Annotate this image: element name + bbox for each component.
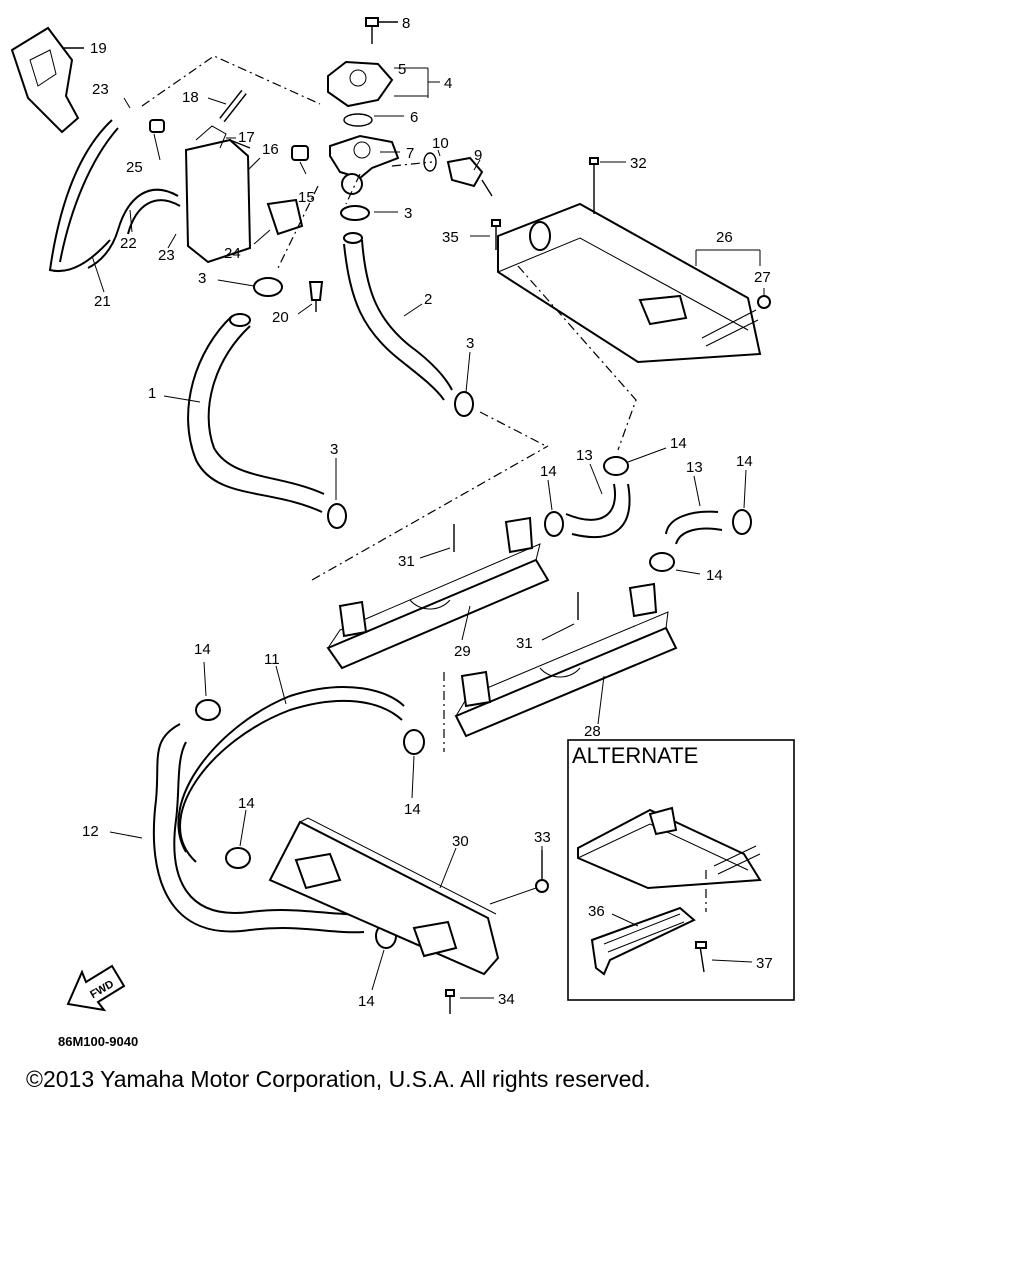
callout-1: 1	[148, 385, 156, 402]
callout-30: 30	[452, 833, 469, 850]
assembly-lines	[141, 55, 637, 752]
callout-31-b: 31	[516, 635, 533, 652]
part-32-bolt	[589, 157, 599, 214]
callout-14-c: 14	[540, 463, 557, 480]
copyright-notice: ©2013 Yamaha Motor Corporation, U.S.A. A…	[26, 1066, 651, 1092]
callout-18: 18	[182, 89, 199, 106]
part-3-clamp	[253, 205, 474, 529]
callout-37: 37	[756, 955, 773, 972]
callout-5: 5	[398, 61, 406, 78]
callout-14-b: 14	[736, 453, 753, 470]
callout-labels: 8 19 5 4 23 18 6 17 10 16 9 7 32 25 15 3…	[82, 15, 771, 1010]
part-22-hose	[87, 188, 181, 269]
callout-14-h: 14	[358, 993, 375, 1010]
reference-code: 86M100-9040	[58, 1034, 138, 1049]
part-11-hose	[177, 686, 405, 863]
part-21-hose	[48, 119, 119, 273]
callout-33: 33	[534, 829, 551, 846]
part-14-clamp	[195, 456, 752, 949]
callout-14-a: 14	[670, 435, 687, 452]
part-33-bolt	[535, 850, 549, 893]
part-26-heat-exchanger	[497, 202, 771, 364]
callout-14-d: 14	[706, 567, 723, 584]
callout-23-top: 23	[92, 81, 109, 98]
callout-34: 34	[498, 991, 515, 1008]
callout-11: 11	[264, 651, 280, 668]
part-17-reservoir-tank	[184, 125, 252, 264]
callout-2: 2	[424, 291, 432, 308]
callout-13-a: 13	[576, 447, 593, 464]
alternate-inset: ALTERNATE 36 37	[567, 739, 795, 1001]
part-5-thermostat-cover	[327, 60, 394, 108]
part-28-heat-exchanger	[454, 582, 678, 738]
callout-6: 6	[410, 109, 418, 126]
callout-19: 19	[90, 40, 107, 57]
callout-14-g: 14	[238, 795, 255, 812]
part-35-bolt	[491, 219, 501, 250]
callout-28: 28	[584, 723, 601, 740]
part-29-heat-exchanger	[326, 516, 550, 670]
callout-14-e: 14	[194, 641, 211, 658]
callout-15: 15	[298, 189, 315, 206]
part-12-hose	[152, 723, 367, 934]
callout-31-a: 31	[398, 553, 415, 570]
callout-16: 16	[262, 141, 279, 158]
part-15-fitting	[291, 145, 309, 161]
callout-3-a: 3	[404, 205, 412, 222]
callout-23-bottom: 23	[158, 247, 175, 264]
callout-4: 4	[444, 75, 452, 92]
cooling-system-diagram: 8 19 5 4 23 18 6 17 10 16 9 7 32 25 15 3…	[10, 15, 795, 1049]
part-2-hose	[343, 232, 453, 401]
callout-35: 35	[442, 229, 459, 246]
callout-9: 9	[474, 147, 482, 164]
part-7-thermostat-housing	[329, 134, 400, 195]
part-31-bolt	[453, 524, 579, 620]
callout-26: 26	[716, 229, 733, 246]
part-25-fitting	[149, 119, 165, 133]
callout-3-d: 3	[330, 441, 338, 458]
callout-3-c: 3	[466, 335, 474, 352]
callout-24: 24	[224, 245, 241, 262]
callout-3-b: 3	[198, 270, 206, 287]
callout-29: 29	[454, 643, 471, 660]
callout-13-b: 13	[686, 459, 703, 476]
part-24-tank-bracket	[266, 198, 304, 236]
callout-32: 32	[630, 155, 647, 172]
part-13-hose	[565, 483, 723, 545]
part-34-bolt	[445, 989, 455, 1014]
callout-22: 22	[120, 235, 137, 252]
callout-17: 17	[238, 129, 255, 146]
callout-27: 27	[754, 269, 771, 286]
callout-21: 21	[94, 293, 111, 310]
fwd-arrow-icon: FWD	[66, 964, 126, 1012]
part-6-o-ring	[343, 113, 373, 127]
part-18-rod	[219, 89, 247, 123]
alternate-title: ALTERNATE	[572, 743, 698, 768]
callout-8: 8	[402, 15, 410, 32]
callout-20: 20	[272, 309, 289, 326]
part-20-fitting	[308, 281, 324, 312]
leader-lines	[91, 67, 765, 999]
part-19-bracket	[10, 26, 84, 134]
callout-12: 12	[82, 823, 99, 840]
callout-36: 36	[588, 903, 605, 920]
callout-10: 10	[432, 135, 449, 152]
part-30-heat-exchanger	[268, 817, 500, 976]
part-9-sensor	[446, 156, 493, 197]
part-10-washer	[423, 152, 437, 172]
callout-14-f: 14	[404, 801, 421, 818]
part-8-bolt	[365, 17, 398, 44]
callout-25: 25	[126, 159, 143, 176]
callout-7: 7	[406, 145, 414, 162]
part-1-hose	[187, 313, 325, 513]
